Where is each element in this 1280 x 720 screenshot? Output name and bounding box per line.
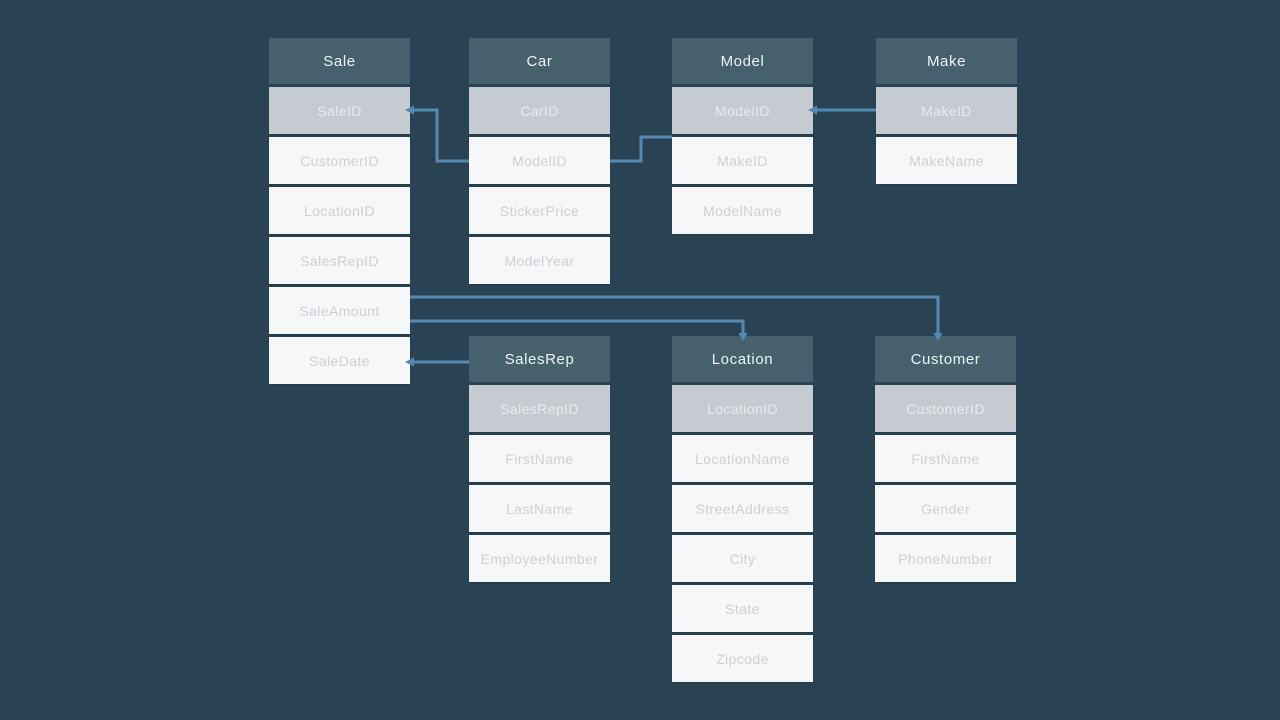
field-location-city: City	[672, 535, 813, 582]
field-make-makename: MakeName	[876, 137, 1017, 184]
field-car-stickerprice: StickerPrice	[469, 187, 610, 234]
field-location-locationname: LocationName	[672, 435, 813, 482]
field-sale-salesrepid: SalesRepID	[269, 237, 410, 284]
field-location-zipcode: Zipcode	[672, 635, 813, 682]
table-customer-title: Customer	[875, 336, 1016, 382]
field-model-modelid: ModelID	[672, 87, 813, 134]
table-car-title: Car	[469, 38, 610, 84]
field-sale-customerid: CustomerID	[269, 137, 410, 184]
field-customer-firstname: FirstName	[875, 435, 1016, 482]
field-customer-gender: Gender	[875, 485, 1016, 532]
field-salesrep-lastname: LastName	[469, 485, 610, 532]
table-salesrep-title: SalesRep	[469, 336, 610, 382]
field-salesrep-salesrepid: SalesRepID	[469, 385, 610, 432]
table-model-title: Model	[672, 38, 813, 84]
field-make-makeid: MakeID	[876, 87, 1017, 134]
field-sale-saledate: SaleDate	[269, 337, 410, 384]
field-car-modelid: ModelID	[469, 137, 610, 184]
field-model-makeid: MakeID	[672, 137, 813, 184]
table-location-title: Location	[672, 336, 813, 382]
field-customer-customerid: CustomerID	[875, 385, 1016, 432]
field-location-state: State	[672, 585, 813, 632]
field-sale-saleid: SaleID	[269, 87, 410, 134]
field-model-modelname: ModelName	[672, 187, 813, 234]
field-car-modelyear: ModelYear	[469, 237, 610, 284]
field-location-streetaddress: StreetAddress	[672, 485, 813, 532]
field-salesrep-employeenumber: EmployeeNumber	[469, 535, 610, 582]
field-customer-phonenumber: PhoneNumber	[875, 535, 1016, 582]
table-sale-title: Sale	[269, 38, 410, 84]
field-location-locationid: LocationID	[672, 385, 813, 432]
field-car-carid: CarID	[469, 87, 610, 134]
field-sale-locationid: LocationID	[269, 187, 410, 234]
field-salesrep-firstname: FirstName	[469, 435, 610, 482]
table-make-title: Make	[876, 38, 1017, 84]
field-sale-saleamount: SaleAmount	[269, 287, 410, 334]
